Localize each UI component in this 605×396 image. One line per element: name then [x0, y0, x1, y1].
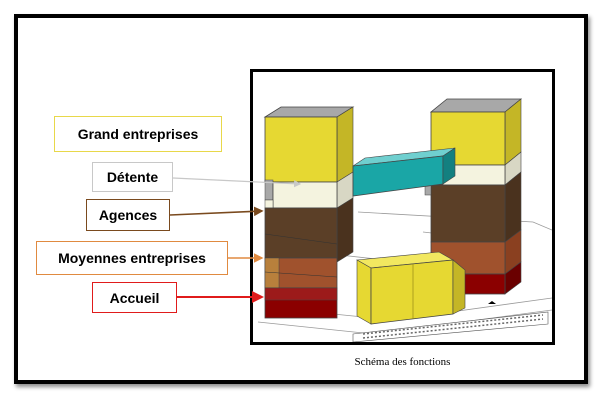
right-agences-block	[430, 184, 506, 243]
label-accueil: Accueil	[92, 282, 177, 313]
label-agences: Agences	[86, 199, 170, 231]
left-detente-block	[272, 181, 338, 209]
label-moyennes-entreprises: Moyennes entreprises	[36, 241, 228, 275]
figure-caption: Schéma des fonctions	[354, 356, 451, 368]
building-diagram	[250, 69, 555, 345]
left-agences-block	[264, 207, 338, 259]
left-tower	[263, 106, 355, 319]
label-grand-entreprises: Grand entreprises	[54, 116, 222, 152]
building-illustration	[257, 98, 552, 342]
sky-bridge	[352, 147, 456, 197]
left-grand-block	[264, 116, 338, 183]
ground-pavilion	[356, 251, 466, 325]
label-detente: Détente	[92, 162, 173, 192]
pavement-strip	[352, 311, 549, 342]
